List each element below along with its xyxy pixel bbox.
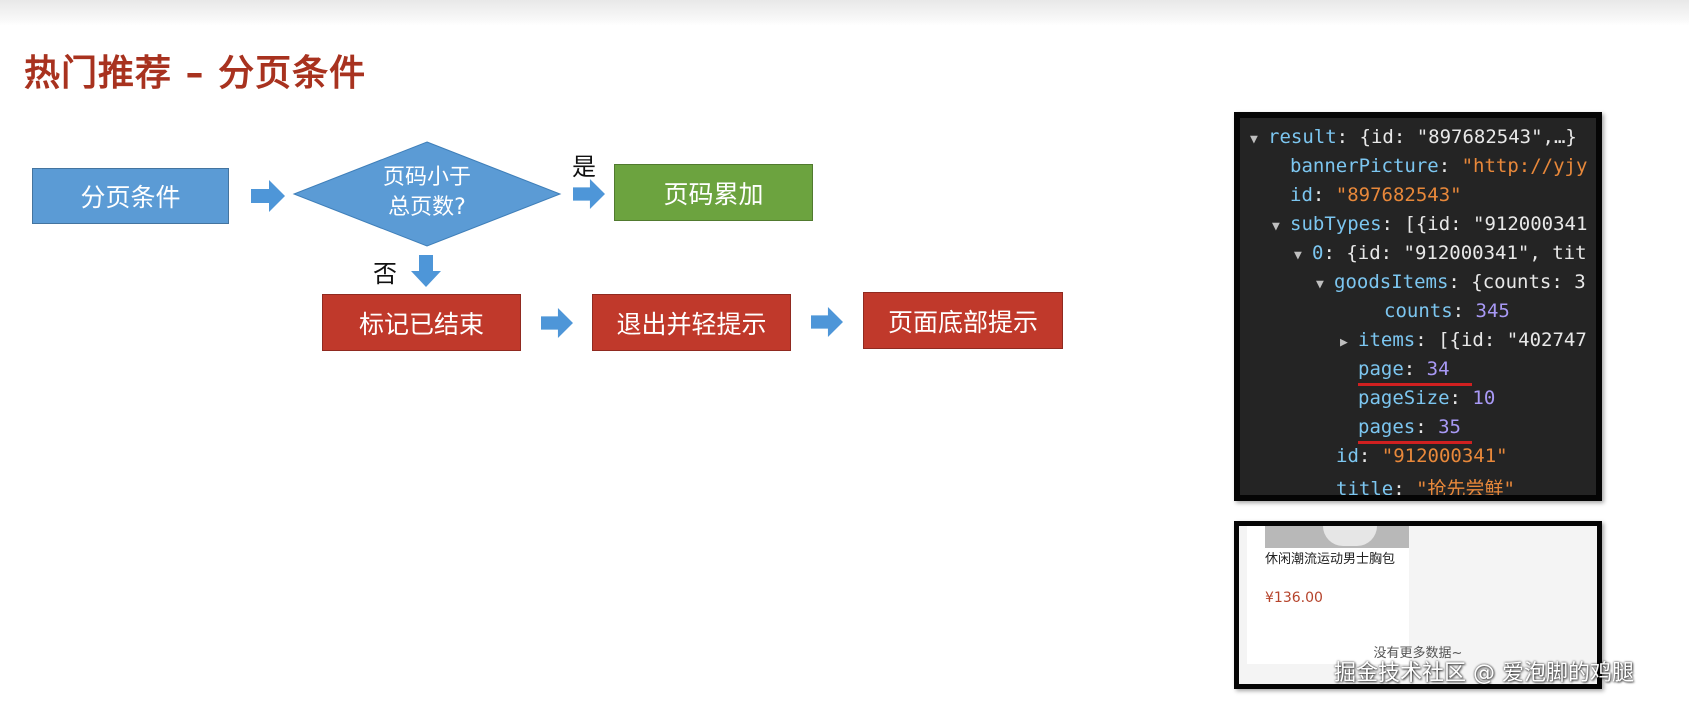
json-line-goodsitems[interactable]: ▼goodsItems: {counts: 3 bbox=[1316, 271, 1586, 293]
arrow-down-icon bbox=[411, 255, 441, 287]
flow-mark-end-box: 标记已结束 bbox=[322, 294, 521, 351]
flow-increment-box: 页码累加 bbox=[614, 164, 813, 221]
json-line-result[interactable]: ▼result: {id: "897682543",…} bbox=[1250, 126, 1577, 148]
flow-exit-hint-label: 退出并轻提示 bbox=[616, 309, 767, 339]
decision-line-1: 页码小于 bbox=[382, 165, 471, 190]
phone-preview-panel: 休闲潮流运动男士胸包 ¥136.00 没有更多数据~ bbox=[1234, 521, 1602, 689]
json-line-id: id: "897682543" bbox=[1290, 184, 1462, 206]
expanded-triangle-icon[interactable]: ▼ bbox=[1272, 219, 1280, 234]
flow-increment-label: 页码累加 bbox=[663, 179, 764, 209]
no-more-data-hint: 没有更多数据~ bbox=[1373, 646, 1463, 661]
json-line-sub-id: id: "912000341" bbox=[1336, 445, 1508, 467]
json-line-banner: bannerPicture: "http://yjy bbox=[1290, 155, 1588, 177]
decision-line-2: 总页数? bbox=[388, 195, 466, 220]
json-line-subtypes[interactable]: ▼subTypes: [{id: "912000341 bbox=[1272, 213, 1588, 235]
arrow-right-icon bbox=[251, 180, 285, 212]
json-line-pagesize: pageSize: 10 bbox=[1358, 387, 1496, 409]
decision-label: 页码小于 总页数? bbox=[352, 163, 502, 223]
product-price: ¥136.00 bbox=[1265, 590, 1323, 606]
watermark: 掘金技术社区 @ 爱泡脚的鸡腿 bbox=[1334, 661, 1634, 686]
pages-underline bbox=[1358, 441, 1472, 444]
flow-mark-end-label: 标记已结束 bbox=[358, 309, 484, 339]
arrow-right-icon bbox=[811, 306, 843, 338]
flow-exit-hint-box: 退出并轻提示 bbox=[592, 294, 791, 351]
expanded-triangle-icon[interactable]: ▼ bbox=[1250, 132, 1258, 147]
product-image-highlight bbox=[1323, 526, 1377, 546]
slide-title: 热门推荐 – 分页条件 bbox=[24, 53, 367, 94]
product-card[interactable]: 休闲潮流运动男士胸包 ¥136.00 bbox=[1247, 526, 1409, 664]
page-underline bbox=[1358, 383, 1472, 386]
decision-diamond bbox=[292, 141, 562, 247]
flow-start-box: 分页条件 bbox=[32, 168, 229, 224]
collapsed-triangle-icon[interactable]: ▶ bbox=[1340, 335, 1348, 350]
yes-label: 是 bbox=[572, 153, 596, 181]
json-preview-panel: ▼result: {id: "897682543",…} bannerPictu… bbox=[1234, 112, 1602, 501]
json-line-title: title: "抢先尝鲜" bbox=[1336, 478, 1515, 500]
json-line-page: page: 34 bbox=[1358, 358, 1450, 380]
flow-bottom-hint-box: 页面底部提示 bbox=[863, 292, 1063, 349]
no-label: 否 bbox=[373, 260, 397, 288]
arrow-right-icon bbox=[573, 178, 605, 210]
product-name: 休闲潮流运动男士胸包 bbox=[1265, 552, 1396, 567]
json-line-pages: pages: 35 bbox=[1358, 416, 1461, 438]
flow-bottom-hint-label: 页面底部提示 bbox=[887, 307, 1038, 337]
top-gradient-band bbox=[0, 0, 1689, 26]
json-line-counts: counts: 345 bbox=[1384, 300, 1510, 322]
expanded-triangle-icon[interactable]: ▼ bbox=[1294, 248, 1302, 263]
json-line-items[interactable]: ▶items: [{id: "402747 bbox=[1340, 329, 1587, 351]
flow-start-label: 分页条件 bbox=[80, 183, 181, 212]
product-image bbox=[1265, 526, 1409, 548]
json-line-index-0[interactable]: ▼0: {id: "912000341", tit bbox=[1294, 242, 1587, 264]
expanded-triangle-icon[interactable]: ▼ bbox=[1316, 277, 1324, 292]
arrow-right-icon bbox=[541, 307, 573, 339]
